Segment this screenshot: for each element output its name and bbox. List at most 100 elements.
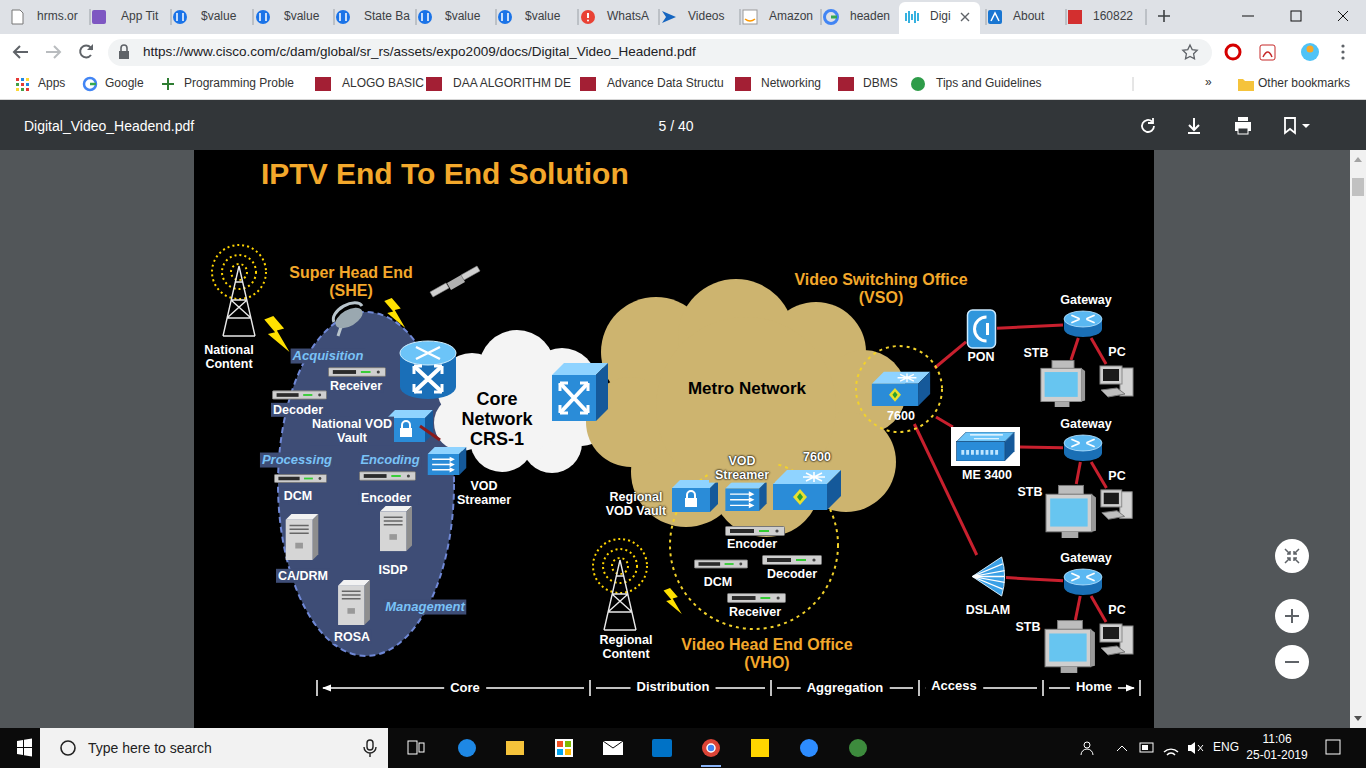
s-rack-icon (726, 527, 785, 536)
link-line (1020, 446, 1063, 450)
device-label: VOD Streamer (709, 454, 775, 483)
link-line (1006, 578, 1063, 581)
device-label: STB (1016, 620, 1041, 634)
group-heading: Video Switching Office (VSO) (776, 271, 986, 307)
device-label: DCM (704, 575, 732, 589)
device-label: Gateway (1060, 293, 1111, 307)
viewer-filename: Digital_Video_Headend.pdf (24, 118, 194, 134)
cloud-label: Metro Network (688, 379, 806, 399)
s-pc-icon (1101, 490, 1132, 519)
search-box-text: Type here to search (88, 740, 212, 756)
tab-title: About (1013, 10, 1044, 24)
node-outline (1098, 364, 1136, 402)
link-line (1071, 338, 1078, 360)
s-rack-icon (272, 391, 326, 399)
router-7600: 7600 (866, 368, 936, 424)
zone-label: Aggregation (801, 681, 890, 696)
function-label: Processing (260, 453, 334, 468)
group-heading: Video Head End Office (VHO) (667, 636, 867, 672)
zone-label: Access (925, 679, 983, 694)
device-label: STB (1018, 485, 1043, 499)
switch-device: ME 3400 (951, 427, 1020, 466)
set-top-box: STB (1044, 620, 1096, 674)
link-line (936, 417, 953, 427)
pc-device: PC (1098, 622, 1136, 660)
device-label: Regional VOD Vault (603, 490, 669, 519)
tab-title: Amazon (769, 10, 813, 24)
link-line (1091, 596, 1106, 622)
bookmark-label: Apps (38, 77, 65, 91)
node-outline (1045, 484, 1097, 540)
tray-text: 25-01-2019 (1246, 749, 1307, 763)
tab-title: Digi (930, 10, 951, 24)
streamer-label: VOD Streamer (453, 479, 515, 508)
gateway-router: Gateway (1063, 434, 1103, 462)
s-pc-icon (1100, 366, 1133, 397)
device-label: Gateway (1060, 417, 1111, 431)
pc-device: PC (1098, 488, 1136, 524)
device-label: ISDP (376, 563, 409, 577)
link-line (997, 325, 1063, 328)
s-rack-icon (727, 594, 785, 603)
s-mon-icon (1045, 621, 1095, 673)
gateway-router: Gateway (1063, 568, 1103, 596)
device-label: Receiver (328, 379, 384, 393)
set-top-box: STB (1040, 360, 1086, 408)
s-tower-icon (338, 580, 370, 625)
s-tower-icon (380, 506, 412, 551)
tab-title: $value (445, 10, 480, 24)
s-rack-icon (328, 368, 385, 377)
tab-title: 160822 (1093, 10, 1133, 24)
node-outline (1044, 620, 1096, 674)
device-label: PC (1108, 603, 1125, 617)
function-label: Encoding (358, 453, 421, 468)
tab-title: $value (201, 10, 236, 24)
node-outline (1063, 434, 1103, 462)
tab-title: headen (850, 10, 890, 24)
link-line (1076, 462, 1080, 484)
tab-title: $value (284, 10, 319, 24)
gateway-router: Gateway (1063, 310, 1103, 338)
tab-title: WhatsA (607, 10, 649, 24)
content-source-label: Regional Content (591, 633, 661, 662)
node-outline (1098, 488, 1136, 524)
device-label: National VOD Vault (310, 417, 394, 446)
address-url: https://www.cisco.com/c/dam/global/sr_rs… (143, 44, 696, 60)
tray-text: ENG (1213, 741, 1239, 755)
node-outline (951, 427, 1020, 466)
switching-office-region: 7600 Video Switching Office (VSO) (776, 272, 986, 437)
link-line (1091, 462, 1106, 488)
device-label: 7600 (887, 409, 915, 423)
link-line (1075, 596, 1080, 620)
pc-device: PC (1098, 364, 1136, 402)
bookmark-label: Google (105, 77, 144, 91)
node-outline (1040, 360, 1086, 408)
device-label: Encoder (359, 491, 413, 505)
bookmark-label: DBMS (863, 77, 898, 91)
s-gw-icon (1064, 311, 1102, 337)
s-rack-icon (694, 560, 747, 568)
s-mon-icon (1041, 361, 1085, 407)
s-76-icon (773, 470, 841, 510)
s-dslam-icon (972, 557, 1004, 596)
device-label: 7600 (803, 450, 831, 464)
cloud-label: Core Network CRS-1 (451, 389, 543, 449)
device-label: Decoder (271, 403, 325, 417)
node-outline (1098, 622, 1136, 660)
zone-label: Home (1070, 680, 1118, 695)
s-pc-icon (1100, 624, 1133, 655)
link-line (1091, 338, 1106, 364)
tab-title: State Ba (364, 10, 410, 24)
page-counter: 5 / 40 (658, 118, 693, 134)
device-label: DCM (282, 489, 314, 503)
link-line (935, 342, 966, 368)
s-rack-icon (274, 475, 326, 483)
s-sw-icon (957, 432, 1015, 461)
zone-label: Core (444, 681, 486, 696)
node-outline (968, 555, 1006, 598)
s-vault-icon (672, 480, 718, 512)
outline-shape (856, 346, 942, 432)
device-label: Gateway (1060, 551, 1111, 565)
s-rack-icon (359, 472, 415, 481)
s-gw-icon (1064, 435, 1102, 461)
